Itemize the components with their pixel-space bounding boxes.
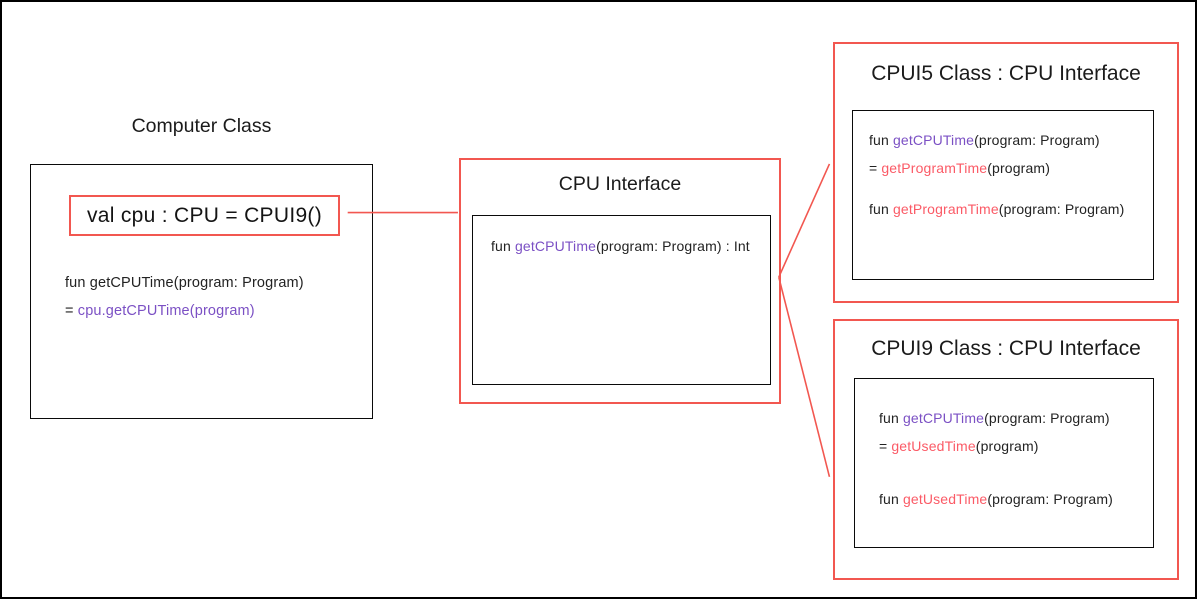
code-accent: getCPUTime [892,132,975,148]
code-line: = getProgramTime(program) [869,154,1124,182]
code-text: fun [879,491,903,507]
computer-class-code: fun getCPUTime(program: Program) = cpu.g… [65,269,304,325]
connector-line-interface-to-cpui9 [778,276,831,478]
code-text: fun [879,410,903,426]
code-accent: getUsedTime [902,491,988,507]
code-line: fun getCPUTime(program: Program) [869,126,1124,154]
code-text: (program: Program) [974,132,1100,148]
code-accent: getProgramTime [892,201,999,217]
cpu-interface-title: CPU Interface [558,173,682,195]
code-line: = cpu.getCPUTime(program) [65,297,304,325]
code-accent: getCPUTime [902,410,985,426]
code-text: = [879,438,892,454]
code-text: fun [869,201,893,217]
code-text: fun getCPUTime(program: Program) [65,275,304,291]
cpui9-class-title: CPUI9 Class : CPU Interface [871,337,1141,360]
code-line: fun getCPUTime(program: Program) [65,269,304,297]
code-line: fun getCPUTime(program: Program) [879,404,1113,432]
code-accent: getUsedTime [891,438,976,454]
code-text: = [65,303,78,319]
code-text: (program: Program) [998,201,1125,217]
code-accent: getCPUTime [514,238,597,254]
computer-class-box: val cpu : CPU = CPUI9() fun getCPUTime(p… [30,164,373,419]
code-line: fun getUsedTime(program: Program) [879,485,1113,513]
code-text: (program) [975,438,1039,454]
cpui5-code: fun getCPUTime(program: Program) = getPr… [869,126,1124,223]
code-line: fun getCPUTime(program: Program) : Int [491,232,750,260]
computer-class-title: Computer Class [131,115,272,137]
connector-line-interface-to-cpui5 [778,163,831,278]
cpu-interface-code: fun getCPUTime(program: Program) : Int [491,232,750,260]
code-accent: getProgramTime [881,160,988,176]
cpu-interface-box: CPU Interface fun getCPUTime(program: Pr… [459,158,781,404]
cpu-declaration-highlight: val cpu : CPU = CPUI9() [69,195,340,236]
code-text: = [869,160,882,176]
code-text: fun [869,132,893,148]
cpui5-class-box: CPUI5 Class : CPU Interface fun getCPUTi… [833,42,1179,303]
code-text: (program: Program) [984,410,1110,426]
cpu-interface-methods-box: fun getCPUTime(program: Program) : Int [472,215,771,385]
cpui5-class-title: CPUI5 Class : CPU Interface [871,62,1141,85]
cpui9-class-box: CPUI9 Class : CPU Interface fun getCPUTi… [833,319,1179,580]
cpui5-methods-box: fun getCPUTime(program: Program) = getPr… [852,110,1154,280]
cpui9-methods-box: fun getCPUTime(program: Program) = getUs… [854,378,1154,548]
code-accent: cpu.getCPUTime(program) [77,303,255,319]
code-line: fun getProgramTime(program: Program) [869,195,1124,223]
code-text: (program: Program) : Int [596,238,750,254]
code-line: = getUsedTime(program) [879,432,1113,460]
code-text: fun [491,238,515,254]
code-text: (program: Program) [987,491,1113,507]
cpui9-code: fun getCPUTime(program: Program) = getUs… [879,404,1113,513]
code-text: (program) [987,160,1051,176]
